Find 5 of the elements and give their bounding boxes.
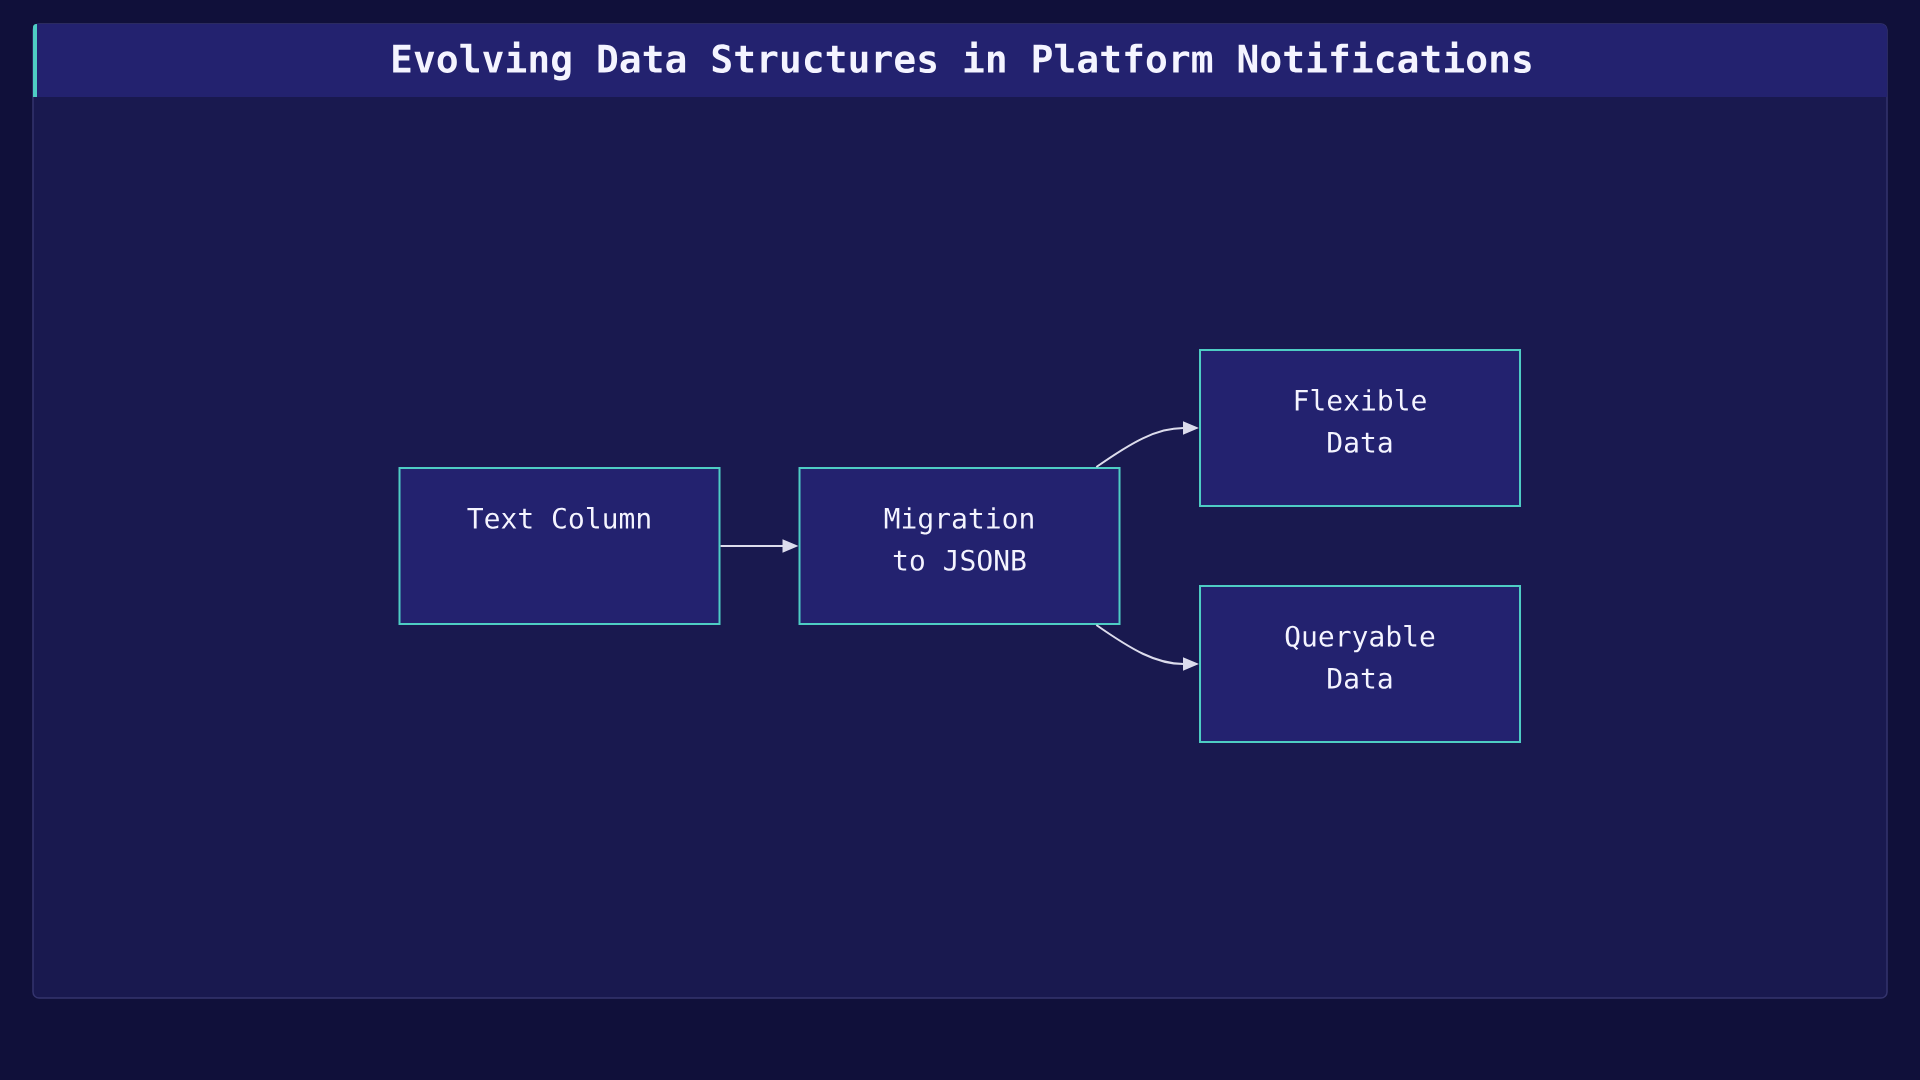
process-box: Migration to JSONB xyxy=(798,467,1121,625)
process-box: Text Column xyxy=(398,467,721,625)
process-box: Flexible Data xyxy=(1199,349,1521,507)
process-box: Queryable Data xyxy=(1199,585,1521,743)
title-bar: Evolving Data Structures in Platform Notifications xyxy=(33,24,1887,97)
